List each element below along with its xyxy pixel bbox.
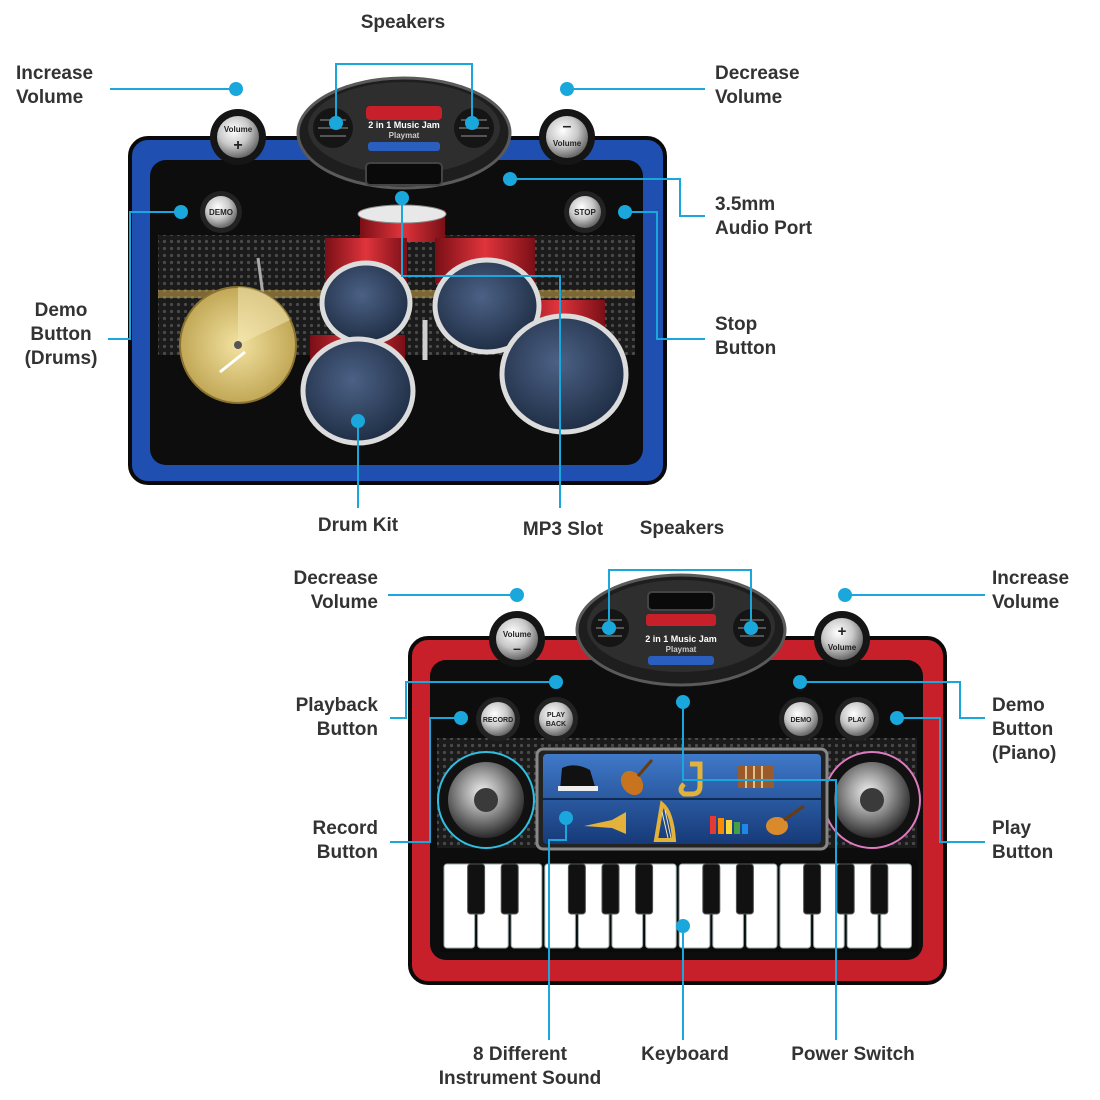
volume-down-label: Volume [503,630,532,639]
label-decrease-volume-drum: Decrease Volume [715,63,800,108]
black-key[interactable] [601,863,620,915]
record-button-label: RECORD [483,717,513,724]
speaker-panel-title: 2 in 1 Music Jam [645,634,717,644]
harp-icon[interactable] [653,800,677,842]
label-playback-button: Playback Button [295,695,378,740]
label-drum-kit: Drum Kit [317,515,399,536]
speaker-panel-title: 2 in 1 Music Jam [368,120,440,130]
record-button[interactable]: RECORD [476,697,520,741]
label-stop-button: Stop Button [715,314,777,359]
callout-lines [108,63,985,1040]
floor-tom-drum[interactable] [499,313,629,435]
volume-up-button[interactable]: Volume + [210,109,266,165]
label-keyboard: Keyboard [641,1044,729,1065]
black-key[interactable] [467,863,486,915]
accordion-icon[interactable] [738,766,774,788]
piano-demo-button[interactable]: DEMO [779,697,823,741]
black-key[interactable] [500,863,519,915]
guitar-icon[interactable] [766,804,805,835]
stop-button-label: STOP [574,208,596,217]
drum-speaker-housing: 2 in 1 Music Jam Playmat [296,76,512,190]
label-speakers-piano: Speakers [639,518,725,539]
plus-icon: + [838,623,847,640]
drum-stop-button[interactable]: STOP [564,191,606,233]
playback-button-label-top: PLAY [547,712,565,719]
black-key[interactable] [702,863,721,915]
play-button-label: PLAY [848,717,866,724]
xylophone-icon[interactable] [710,816,748,834]
demo-button-label: DEMO [791,717,813,724]
speaker-panel-subtitle: Playmat [666,645,697,654]
piano-speaker-housing: 2 in 1 Music Jam Playmat [575,573,787,687]
label-demo-button-piano: Demo Button (Piano) [992,695,1057,764]
black-key[interactable] [803,863,822,915]
drum-demo-button[interactable]: DEMO [200,191,242,233]
black-key[interactable] [870,863,889,915]
demo-button-label: DEMO [209,208,233,217]
label-increase-volume-piano: Increase Volume [992,568,1070,613]
label-record-button: Record Button [312,818,378,863]
tom-drum-right[interactable] [432,257,542,355]
label-speakers-drum: Speakers [360,12,446,33]
play-button[interactable]: PLAY [835,697,879,741]
black-key[interactable] [635,863,654,915]
drum-mat: 2 in 1 Music Jam Playmat Volume + – Volu… [128,76,667,485]
mp3-slot-opening [365,162,443,186]
label-decrease-volume-piano: Decrease Volume [293,568,378,613]
speaker-right-icon [823,751,921,849]
black-key[interactable] [836,863,855,915]
label-audio-port: 3.5mm Audio Port [715,194,813,239]
violin-icon[interactable] [616,759,654,799]
keyboard [440,860,918,952]
volume-down-label: Volume [553,139,582,148]
playback-button[interactable]: PLAY BACK [534,697,578,741]
volume-down-button[interactable]: – Volume [539,109,595,165]
label-power-switch: Power Switch [791,1044,915,1065]
saxophone-icon[interactable] [678,761,703,797]
callout-dots [174,82,904,933]
label-increase-volume-drum: Increase Volume [16,63,94,108]
volume-up-button[interactable]: + Volume [814,611,870,667]
trumpet-icon[interactable] [584,812,626,834]
label-mp3-slot: MP3 Slot [522,519,604,540]
drum-kit [179,204,629,446]
black-keys [467,863,889,915]
piano-icon[interactable] [558,765,598,791]
speaker-left-icon [437,751,535,849]
tom-drum-left[interactable] [319,260,413,346]
label-instrument-sound: 8 Different Instrument Sound [438,1044,602,1089]
volume-down-button[interactable]: Volume – [489,611,545,667]
cymbal-pad[interactable] [179,286,297,404]
label-demo-button-drums: Demo Button (Drums) [24,300,98,369]
volume-up-label: Volume [224,125,253,134]
speaker-panel-subtitle: Playmat [389,131,420,140]
label-play-button: Play Button [992,818,1054,863]
minus-icon: – [513,640,521,656]
playback-button-label-bottom: BACK [546,721,566,728]
minus-icon: – [563,118,572,135]
volume-up-label: Volume [828,643,857,652]
plus-icon: + [233,137,242,154]
black-key[interactable] [567,863,586,915]
piano-mat: 2 in 1 Music Jam Playmat Volume – + Volu… [408,573,947,985]
black-key[interactable] [735,863,754,915]
